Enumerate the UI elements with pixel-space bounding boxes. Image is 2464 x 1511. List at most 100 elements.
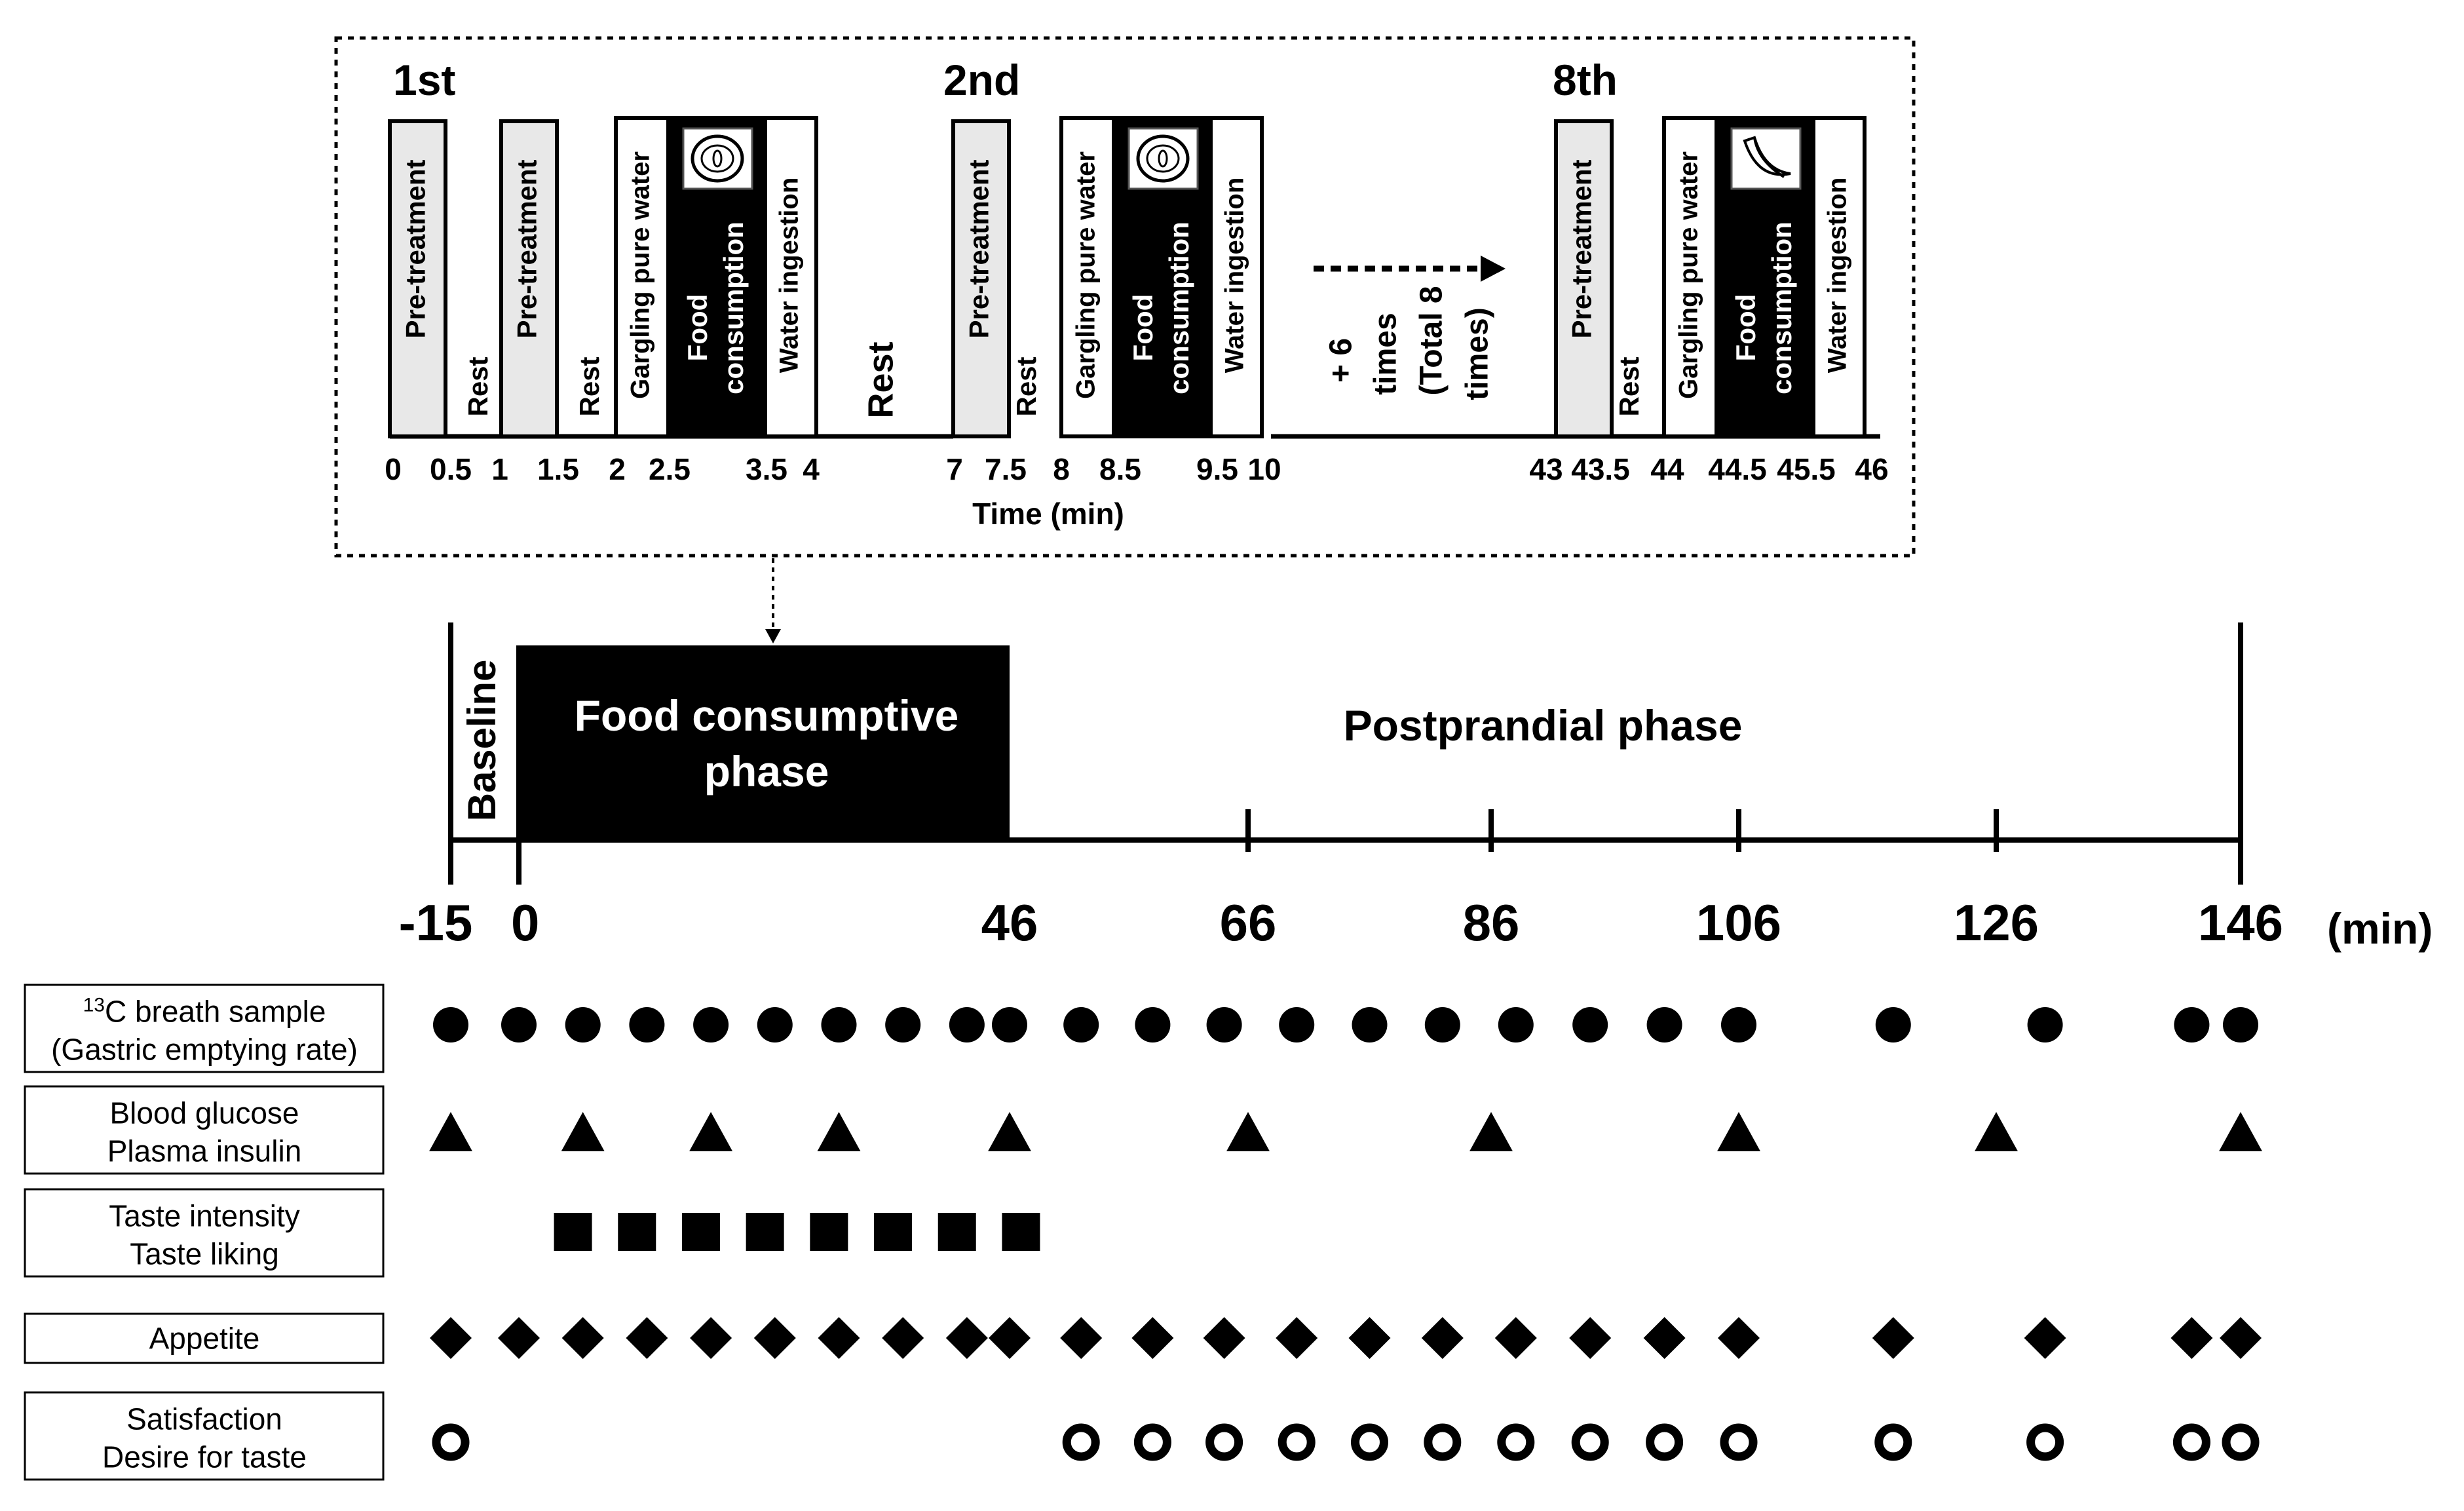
satisfaction-rating-marker <box>1424 1423 1462 1461</box>
repeat-note-line: (Total 8 <box>1414 286 1449 395</box>
food-label-line1: Food <box>1128 294 1158 362</box>
satisfaction-rating-marker <box>2172 1423 2210 1461</box>
zoom-connector-arrowhead <box>765 629 781 643</box>
repeat-note-line: times <box>1369 313 1403 394</box>
appetite-rating-marker <box>882 1317 924 1359</box>
detail-time-tick: 43 <box>1529 452 1563 486</box>
food-label-line2: consumption <box>1164 221 1194 394</box>
isotope-superscript: 13 <box>83 995 105 1016</box>
timeline-unit-label: (min) <box>2327 904 2433 953</box>
water-label: Water ingestion <box>775 178 804 373</box>
gargling-block <box>614 116 670 438</box>
satisfaction-rating-marker <box>1720 1423 1758 1461</box>
taste-rating-marker <box>618 1213 656 1251</box>
satisfaction-rating-marker <box>1278 1423 1316 1461</box>
breath-sample-marker <box>1279 1007 1315 1042</box>
satisfaction-rating-marker <box>2222 1423 2260 1461</box>
taste-rating-marker <box>810 1213 848 1251</box>
taste-rating-marker <box>874 1213 913 1251</box>
timeline-tick-label: 106 <box>1696 894 1781 951</box>
blood-sample-marker <box>1469 1112 1513 1151</box>
long-rest-label: Rest <box>861 341 900 418</box>
satisfaction-rating-marker <box>1351 1423 1388 1461</box>
session-label: 8th <box>1553 56 1618 104</box>
detail-panel-frame <box>334 36 1916 558</box>
donut-icon-hole <box>1158 149 1168 168</box>
blood-sample-marker <box>1226 1112 1270 1151</box>
appetite-rating-marker <box>1276 1317 1318 1359</box>
detail-time-tick: 2.5 <box>649 452 691 486</box>
taste-rating-marker <box>554 1213 592 1251</box>
blood-sample-marker <box>429 1112 472 1151</box>
banana-icon <box>1743 136 1791 178</box>
breath-sample-marker <box>1875 1007 1911 1042</box>
measurement-label-box <box>24 1188 385 1278</box>
measurement-row-appetite: Appetite <box>24 1312 2262 1364</box>
appetite-rating-marker <box>989 1317 1031 1359</box>
breath-sample-marker <box>501 1007 537 1042</box>
food-label-line1: Food <box>682 294 713 362</box>
breath-sample-marker <box>1135 1007 1171 1042</box>
satisfaction-rating-marker <box>1874 1423 1912 1461</box>
repeat-note-line: times) <box>1460 307 1495 400</box>
appetite-rating-marker <box>2170 1317 2213 1359</box>
rest-label: Rest <box>463 356 493 416</box>
banana-icon-fruit <box>1753 137 1785 178</box>
blood-sample-marker <box>988 1112 1031 1151</box>
detail-time-tick: 0.5 <box>430 452 472 486</box>
baseline-label: Baseline <box>460 660 504 822</box>
measurement-label-box <box>24 1085 385 1175</box>
food-label-line2: consumption <box>718 221 749 394</box>
taste-rating-marker <box>681 1213 720 1251</box>
appetite-rating-marker <box>1421 1317 1464 1359</box>
appetite-rating-marker <box>1494 1317 1537 1359</box>
detail-axis-label: Time (min) <box>972 497 1124 531</box>
timeline-tick-label: 126 <box>1954 894 2039 951</box>
appetite-rating-marker <box>1569 1317 1612 1359</box>
appetite-rating-marker <box>1872 1317 1914 1359</box>
satisfaction-rating-marker <box>1571 1423 1609 1461</box>
rest-label: Rest <box>1011 356 1042 416</box>
measurement-label-line1: Satisfaction <box>126 1402 282 1436</box>
measurement-label-line2: (Gastric emptying rate) <box>51 1033 358 1067</box>
breath-sample-marker <box>949 1007 985 1042</box>
breath-sample-marker <box>2223 1007 2258 1042</box>
water-label: Water ingestion <box>1221 178 1249 373</box>
breath-sample-marker <box>821 1007 857 1042</box>
breath-sample-marker <box>433 1007 468 1042</box>
measurement-label-box <box>24 1391 385 1481</box>
appetite-rating-marker <box>1131 1317 1174 1359</box>
breath-sample-marker <box>885 1007 921 1042</box>
detail-time-tick: 3.5 <box>746 452 787 486</box>
donut-icon-inner <box>700 144 734 173</box>
timeline-tick-label: 0 <box>511 894 539 951</box>
food-phase-label-line2: phase <box>704 747 829 795</box>
measurement-label-line1: 13C breath sample <box>83 995 326 1029</box>
blood-sample-marker <box>817 1112 861 1151</box>
donut-icon <box>1136 134 1190 183</box>
postprandial-label: Postprandial phase <box>1344 701 1743 750</box>
breath-sample-marker <box>1498 1007 1534 1042</box>
measurement-label-box <box>24 1312 385 1364</box>
donut-icon <box>691 134 744 183</box>
food-label-line2: consumption <box>1766 221 1797 394</box>
appetite-rating-marker <box>561 1317 604 1359</box>
rest-label: Rest <box>574 356 605 416</box>
detail-time-tick: 1.5 <box>537 452 579 486</box>
gargling-label: Gargling pure water <box>1072 151 1101 399</box>
blood-sample-marker <box>1975 1112 2018 1151</box>
pretreatment-label: Pre-treatment <box>1566 159 1597 338</box>
taste-rating-marker <box>746 1213 784 1251</box>
appetite-rating-marker <box>430 1317 472 1359</box>
measurement-label: Appetite <box>149 1322 260 1356</box>
measurement-label-line1: Blood glucose <box>110 1096 299 1130</box>
measurement-label-line1: Taste intensity <box>109 1199 299 1233</box>
appetite-rating-marker <box>690 1317 732 1359</box>
food-consumptive-phase-block <box>519 645 1010 840</box>
donut-icon-hole <box>712 149 723 168</box>
detail-time-tick: 7.5 <box>985 452 1027 486</box>
measurement-label-box <box>24 984 385 1073</box>
